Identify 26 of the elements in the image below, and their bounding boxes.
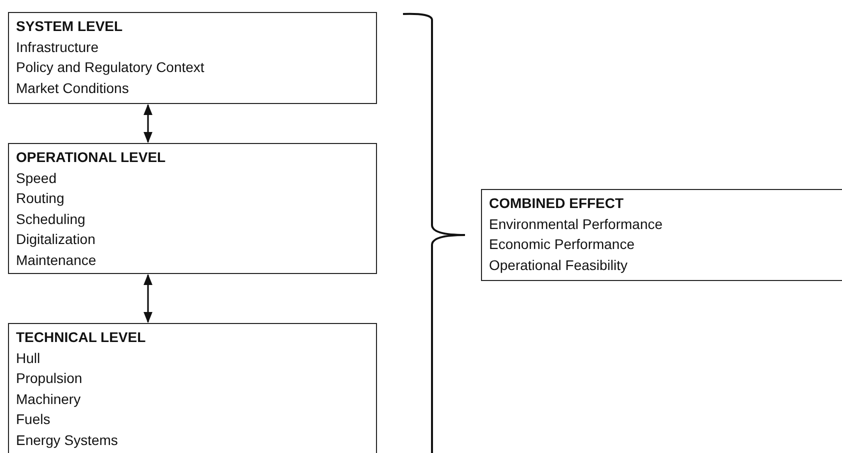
level-box <box>8 323 377 453</box>
box-item: Propulsion <box>16 369 82 388</box>
box-item: Environmental Performance <box>489 214 663 234</box>
box-item: Digitalization <box>16 230 96 249</box>
box-item: Scheduling <box>16 210 86 229</box>
box-item: Operational Feasibility <box>489 256 628 275</box>
box-heading: TECHNICAL LEVEL <box>16 328 146 347</box>
box-item: Economic Performance <box>489 235 635 254</box>
double-arrow <box>144 274 152 324</box>
box-item: Machinery <box>16 390 81 409</box>
box-heading: COMBINED EFFECT <box>489 194 624 213</box>
level-box <box>481 189 842 281</box>
level-box <box>8 143 377 274</box>
box-item: Policy and Regulatory Context <box>16 58 204 77</box>
box-item: Speed <box>16 168 56 188</box>
box-item: Fuels <box>16 410 50 429</box>
box-item: Energy Systems <box>16 430 118 450</box>
box-item: Maintenance <box>16 250 96 270</box>
box-item: Hull <box>16 348 40 368</box>
box-item: Infrastructure <box>16 38 98 56</box>
box-heading: OPERATIONAL LEVEL <box>16 148 166 167</box>
box-item: Market Conditions <box>16 78 129 98</box>
box-item: Routing <box>16 189 64 208</box>
double-arrow <box>144 104 152 144</box>
box-heading: SYSTEM LEVEL <box>16 17 123 36</box>
level-box <box>8 12 377 104</box>
